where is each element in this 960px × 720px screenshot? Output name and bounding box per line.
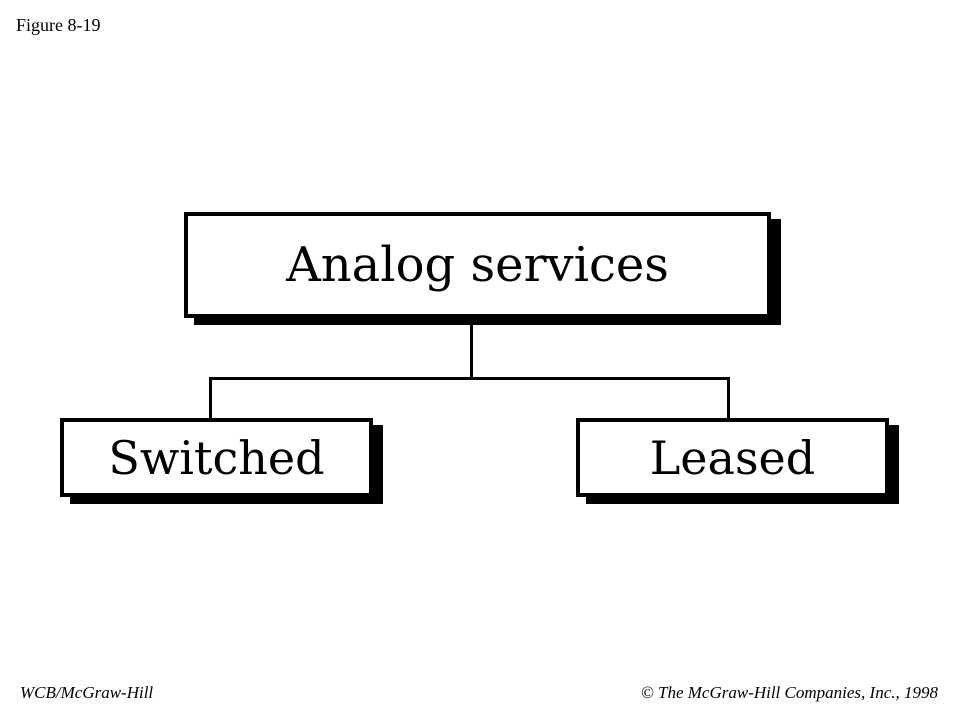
connector-horizontal (209, 377, 730, 380)
node-label: Switched (108, 430, 325, 485)
connector-to-switched (209, 377, 212, 418)
node-label: Analog services (286, 237, 669, 293)
connector-to-leased (727, 377, 730, 418)
figure-label: Figure 8-19 (16, 15, 101, 35)
node-analog-services: Analog services (184, 212, 771, 318)
node-label: Leased (649, 430, 816, 485)
copyright-text: The McGraw-Hill Companies, Inc., 1998 (657, 683, 938, 702)
copyright-notice: ©The McGraw-Hill Companies, Inc., 1998 (641, 683, 938, 703)
publisher-credit: WCB/McGraw-Hill (20, 683, 154, 702)
node-leased: Leased (576, 418, 889, 497)
copyright-symbol: © (641, 683, 654, 702)
node-switched: Switched (60, 418, 373, 497)
connector-trunk (470, 318, 473, 378)
